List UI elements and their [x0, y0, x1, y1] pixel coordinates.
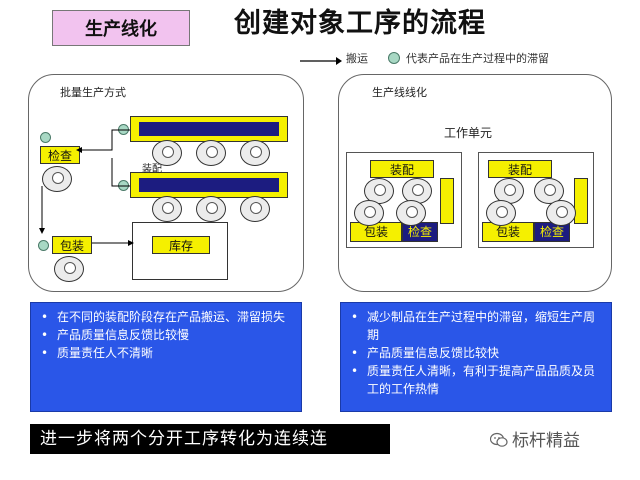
assembly-belt-top [130, 116, 288, 142]
worker-icon [240, 196, 270, 222]
drawback-item: 在不同的装配阶段存在产品搬运、滞留损失 [39, 308, 293, 326]
worker-icon [486, 200, 516, 226]
pack-station: 包装 [52, 236, 92, 254]
drawback-item: 质量责任人不清晰 [39, 344, 293, 362]
worker-icon [152, 140, 182, 166]
move-arrow-icon [300, 57, 342, 65]
benefit-item: 减少制品在生产过程中的滞留，缩短生产周期 [349, 308, 603, 344]
batch-production-title: 批量生产方式 [60, 86, 126, 99]
cell-2-assembly: 装配 [488, 160, 552, 178]
worker-icon [354, 200, 384, 226]
cell-1-pack: 包装 [350, 222, 402, 242]
batch-drawbacks-box: 在不同的装配阶段存在产品搬运、滞留损失 产品质量信息反馈比较慢 质量责任人不清晰 [30, 302, 302, 412]
drawback-item: 产品质量信息反馈比较慢 [39, 326, 293, 344]
worker-icon [196, 196, 226, 222]
assembly-label: 装配 [142, 164, 162, 175]
wechat-icon [490, 432, 508, 447]
page-title: 创建对象工序的流程 [234, 8, 486, 39]
benefit-item: 质量责任人清晰，有利于提高产品品质及员工的工作热情 [349, 362, 603, 398]
inspect-station: 检查 [40, 146, 80, 164]
brand-label: 标杆精益 [512, 431, 580, 451]
worker-icon [42, 166, 72, 192]
cell-1-side-belt [440, 178, 454, 224]
legend-wait-label: 代表产品在生产过程中的滞留 [406, 52, 549, 65]
worker-icon [240, 140, 270, 166]
cell-2-side-belt [574, 178, 588, 224]
section-tag: 生产线化 [52, 10, 190, 46]
to-storage-arrow-icon [92, 240, 134, 246]
legend-move-label: 搬运 [346, 52, 368, 65]
worker-icon [54, 256, 84, 282]
cell-1-assembly: 装配 [370, 160, 434, 178]
worker-icon [152, 196, 182, 222]
cell-2-pack: 包装 [482, 222, 534, 242]
wip-dot-icon [40, 132, 51, 143]
worker-icon [196, 140, 226, 166]
summary-banner: 进一步将两个分开工序转化为连续连 [30, 424, 390, 454]
legend-wip-dot-icon [388, 52, 400, 64]
cell-1-inspect: 检查 [402, 222, 438, 242]
line-production-title: 生产线线化 [372, 86, 427, 99]
flow-arrows [39, 129, 130, 234]
assembly-belt-bottom [130, 172, 288, 198]
wip-dot-icon [38, 240, 49, 251]
worker-icon [546, 200, 576, 226]
storage-label: 库存 [152, 236, 210, 254]
line-benefits-box: 减少制品在生产过程中的滞留，缩短生产周期 产品质量信息反馈比较快 质量责任人清晰… [340, 302, 612, 412]
work-cell-label: 工作单元 [444, 126, 493, 140]
benefit-item: 产品质量信息反馈比较快 [349, 344, 603, 362]
cell-2-inspect: 检查 [534, 222, 570, 242]
worker-icon [396, 200, 426, 226]
